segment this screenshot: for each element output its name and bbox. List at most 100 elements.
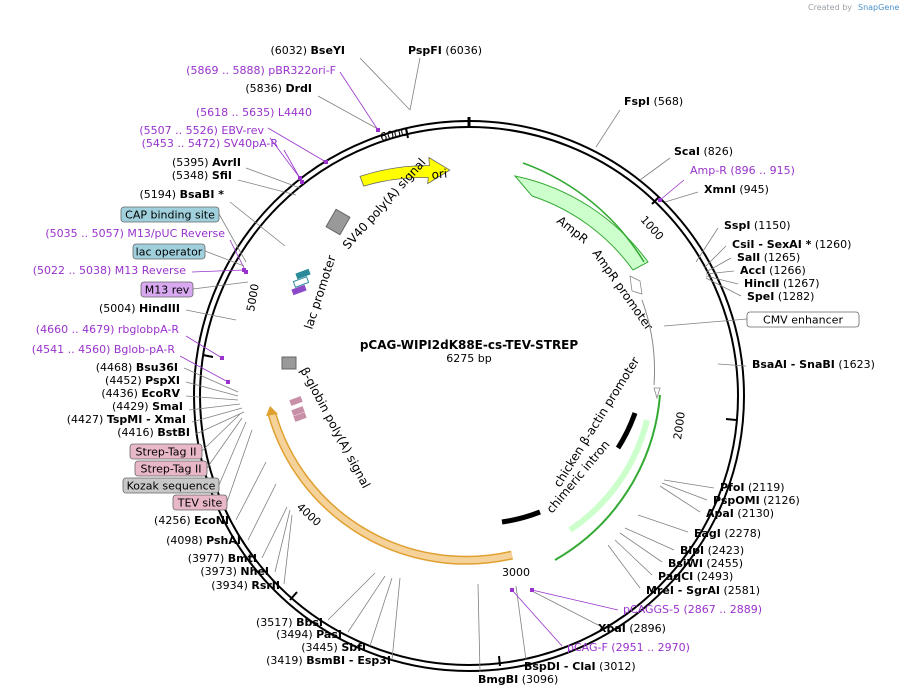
site-enzyme: BsiWI: [668, 557, 703, 570]
site-leader: [229, 201, 286, 247]
site-leader: [274, 509, 291, 573]
feature-box: [132, 243, 206, 260]
site-pos: (4416): [117, 426, 157, 439]
primer-mark: [510, 588, 514, 592]
site-enzyme: EcoNI: [194, 514, 229, 527]
site-enzyme: RsrII: [251, 579, 280, 592]
primer-label: (5507 .. 5526) EBV-rev: [139, 124, 264, 137]
cds-black-arc-2: [501, 509, 541, 525]
primer-label: Amp-R (896 .. 915): [690, 164, 795, 177]
site-pos: (5348): [172, 169, 212, 182]
site-label: (3445) SbfI: [301, 641, 366, 654]
tick-6000: [405, 127, 409, 139]
primer-mark: [530, 588, 534, 592]
site-label: PspFI (6036): [408, 44, 482, 57]
site-leader: [347, 575, 386, 633]
site-label: HincII (1267): [744, 277, 820, 290]
ampr-promoter-arrow: [629, 275, 643, 295]
site-leader: [185, 309, 237, 321]
site-pos: (3096): [518, 673, 558, 686]
feature-box: [140, 281, 194, 298]
site-enzyme: PaqCI: [658, 570, 693, 583]
primer-label: (5618 .. 5635) L4440: [196, 106, 312, 119]
site-leader: [359, 57, 411, 111]
site-label: ScaI (826): [674, 145, 733, 158]
site-label: (5836) DrdI: [245, 82, 312, 95]
site-pos: (4427): [67, 413, 107, 426]
feature-box-label: lac operator: [136, 246, 203, 259]
site-leader: [595, 109, 621, 148]
site-enzyme: BsaAI - SnaBI: [752, 358, 835, 371]
site-pos: (6036): [442, 44, 482, 57]
credit-text: Created by: [808, 3, 852, 12]
site-enzyme: EagI: [694, 527, 721, 540]
site-leader: [185, 381, 239, 397]
tick-2000: [725, 418, 737, 421]
primer-label: pCAG-F (2951 .. 2970): [567, 641, 690, 654]
site-pos: (2119): [745, 481, 785, 494]
site-label: PaqCI (2493): [658, 570, 733, 583]
site-pos: (568): [650, 95, 683, 108]
feature-box-label: CAP binding site: [125, 209, 215, 222]
primer-leader: [185, 335, 223, 359]
site-pos: (4436): [101, 387, 141, 400]
box-leader: [204, 250, 245, 267]
site-enzyme: AvrII: [212, 156, 241, 169]
site-leader: [237, 179, 297, 196]
site-leader: [185, 395, 239, 401]
site-pos: (2278): [721, 527, 761, 540]
cds-black-arc: [615, 412, 638, 450]
site-leader: [317, 95, 377, 129]
site-leader: [409, 57, 421, 111]
site-label: BsiWI (2455): [668, 557, 743, 570]
site-label: (5004) HindIII: [99, 302, 180, 315]
site-label: EagI (2278): [694, 527, 761, 540]
site-leader: [391, 577, 401, 661]
site-pos: (2423): [704, 544, 744, 557]
primer-leader: [179, 355, 229, 383]
tick-5000: [202, 354, 214, 358]
feature-box-label: Strep-Tag II: [136, 446, 197, 459]
site-label: (4468) Bsu36I: [96, 361, 178, 374]
site-leader: [705, 275, 739, 285]
site-label: SspI (1150): [724, 219, 791, 232]
primer-label: (5453 .. 5472) SV40pA-R: [142, 137, 279, 150]
site-enzyme: HindIII: [139, 302, 180, 315]
feature-box-label: TEV site: [177, 497, 223, 510]
site-pos: (4429): [112, 400, 152, 413]
primer-leader: [511, 589, 563, 647]
site-leader: [659, 485, 701, 513]
box-leader: [201, 413, 241, 452]
tev-mark: [293, 412, 307, 422]
tick-label-1000: 1000: [638, 213, 666, 243]
site-enzyme: PasI: [316, 628, 342, 641]
site-label: MreI - SgrAI (2581): [646, 584, 760, 597]
tick-4000: [289, 591, 298, 601]
box-leader: [218, 421, 247, 486]
site-enzyme: BsmBI - Esp3I: [306, 654, 391, 667]
site-label: BspDI - ClaI (3012): [524, 660, 636, 673]
site-enzyme: PshAI: [206, 534, 241, 547]
site-pos: (6032): [270, 44, 310, 57]
box-leader: [218, 213, 247, 263]
feature-box-label: Strep-Tag II: [141, 463, 202, 476]
snapgene-logo: SnapGene: [858, 3, 899, 12]
site-leader: [529, 589, 601, 627]
primer-leader: [531, 589, 619, 611]
primer-leader: [267, 127, 327, 163]
site-leader: [245, 167, 301, 189]
cap-site-mark: [295, 268, 311, 280]
primer-leader: [339, 71, 379, 131]
site-label: (4452) PspXI: [105, 374, 180, 387]
site-leader: [188, 403, 241, 411]
site-leader: [624, 527, 675, 551]
bglobin-arrowhead: [266, 406, 278, 416]
site-enzyme: NheI: [240, 565, 269, 578]
lac-elements: [291, 268, 311, 296]
site-label: BsaAI - SnaBI (1623): [752, 358, 875, 371]
site-label: (3419) BsmBI - Esp3I: [266, 654, 391, 667]
site-label: FspI (568): [624, 95, 683, 108]
